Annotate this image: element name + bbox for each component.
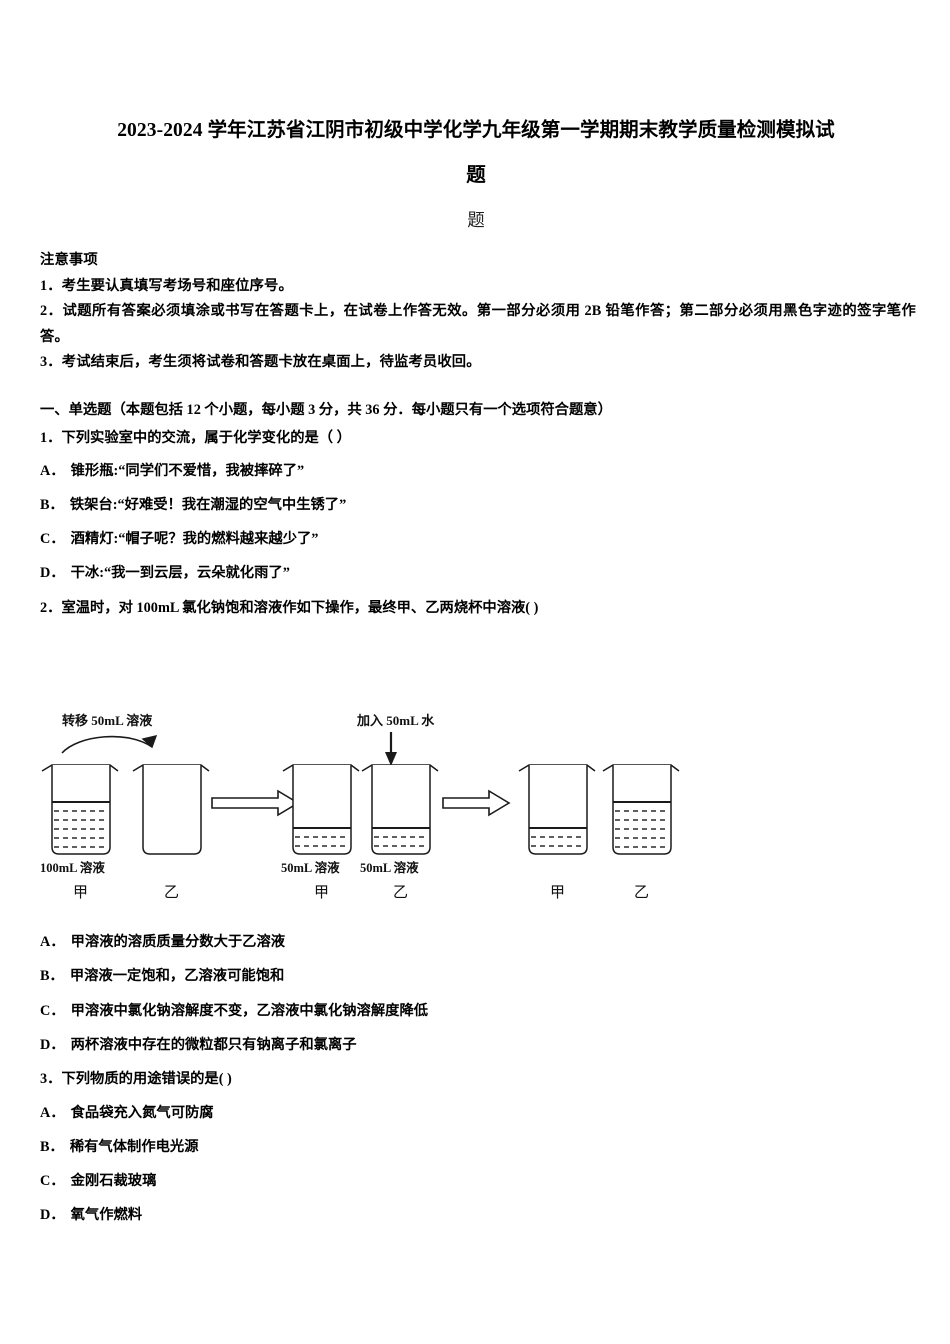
question-3-stem: 3．下列物质的用途错误的是( ) — [40, 1071, 232, 1087]
question-3-option-a-text: 食品袋充入氮气可防腐 — [70, 1105, 214, 1121]
question-3-option-d-text: 氧气作燃料 — [70, 1207, 143, 1223]
notice-item-1: 1．考生要认真填写考场号和座位序号。 — [40, 277, 293, 294]
liquid-dashes — [531, 836, 585, 847]
question-3-option-b-label: B． — [40, 1139, 64, 1155]
question-1-option-d: D． 干冰:“我一到云层，云朵就化雨了” — [40, 561, 920, 585]
beaker-stage1-jia — [41, 764, 119, 855]
figure-beaker-name-stage2-jia: 甲 — [314, 885, 329, 901]
add-water-arrow-icon — [385, 732, 397, 766]
beaker-stage3-jia — [518, 764, 596, 855]
page-title-line-2: 题 — [466, 165, 486, 186]
question-2-option-d-label: D． — [40, 1037, 65, 1053]
question-3-option-d-label: D． — [40, 1207, 65, 1223]
question-3-option-c-label: C． — [40, 1173, 65, 1189]
question-2-figure: 转移 50mL 溶液 加入 50mL 水 100mL 溶液 50mL 溶液 50… — [0, 690, 950, 905]
liquid-dashes — [54, 810, 108, 848]
notice-heading: 注意事项 — [40, 252, 98, 268]
question-2-option-c-label: C． — [40, 1003, 65, 1019]
question-1-option-d-text: 干冰:“我一到云层，云朵就化雨了” — [70, 565, 290, 581]
question-3-option-b-text: 稀有气体制作电光源 — [69, 1139, 199, 1155]
figure-beaker-name-stage1-yi: 乙 — [164, 885, 179, 901]
question-2-option-d: D． 两杯溶液中存在的微粒都只有钠离子和氯离子 — [40, 1033, 920, 1057]
beaker-stage3-yi — [602, 764, 680, 855]
question-1-option-b-label: B． — [40, 497, 64, 513]
question-3-option-a: A． 食品袋充入氮气可防腐 — [40, 1101, 920, 1125]
figure-beaker-name-stage2-yi: 乙 — [393, 885, 408, 901]
beaker-stage2-yi — [361, 764, 439, 855]
figure-beaker-name-stage3-jia: 甲 — [550, 885, 565, 901]
figure-volume-label-stage2-yi: 50mL 溶液 — [360, 860, 419, 875]
question-1-option-d-label: D． — [40, 565, 65, 581]
question-1-option-b: B． 铁架台:“好难受！我在潮湿的空气中生锈了” — [40, 493, 920, 517]
question-2-option-b-label: B． — [40, 968, 64, 984]
question-1-option-c-label: C． — [40, 531, 65, 547]
page-title: 2023-2024 学年江苏省江阴市初级中学化学九年级第一学期期末教学质量检测模… — [48, 108, 904, 198]
process-arrow-2-icon — [442, 789, 511, 817]
question-3-option-a-label: A． — [40, 1105, 65, 1121]
figure-volume-label-stage2-jia: 50mL 溶液 — [281, 860, 340, 875]
figure-beaker-name-stage1-jia: 甲 — [73, 885, 88, 901]
page-title-line-1: 2023-2024 学年江苏省江阴市初级中学化学九年级第一学期期末教学质量检测模… — [117, 120, 835, 141]
page-title-echo: 题 — [467, 210, 485, 230]
question-1-option-c: C． 酒精灯:“帽子呢？我的燃料越来越少了” — [40, 527, 920, 551]
question-3-option-b: B． 稀有气体制作电光源 — [40, 1135, 920, 1159]
question-1-option-b-text: 铁架台:“好难受！我在潮湿的空气中生锈了” — [69, 497, 347, 513]
question-2-option-b: B． 甲溶液一定饱和，乙溶液可能饱和 — [40, 964, 920, 988]
question-1-option-c-text: 酒精灯:“帽子呢？我的燃料越来越少了” — [70, 531, 319, 547]
question-1-option-a: A． 锥形瓶:“同学们不爱惜，我被摔碎了” — [40, 459, 920, 483]
question-1-stem: 1．下列实验室中的交流，属于化学变化的是（ ） — [40, 430, 351, 446]
question-3-option-c: C． 金刚石裁玻璃 — [40, 1169, 920, 1193]
notice-item-3: 3．考试结束后，考生须将试卷和答题卡放在桌面上，待监考员收回。 — [40, 354, 481, 370]
question-3-option-d: D． 氧气作燃料 — [40, 1203, 920, 1227]
beaker-diagram: 转移 50mL 溶液 加入 50mL 水 100mL 溶液 50mL 溶液 50… — [40, 713, 680, 901]
transfer-arrow-icon — [61, 735, 158, 754]
question-3-option-c-text: 金刚石裁玻璃 — [70, 1173, 157, 1189]
question-1-option-a-text: 锥形瓶:“同学们不爱惜，我被摔碎了” — [70, 463, 305, 479]
liquid-dashes — [295, 836, 349, 847]
question-2-option-a-label: A． — [40, 934, 65, 950]
question-2-option-c-text: 甲溶液中氯化钠溶解度不变，乙溶液中氯化钠溶解度降低 — [70, 1003, 429, 1019]
question-2-option-a-text: 甲溶液的溶质质量分数大于乙溶液 — [70, 934, 286, 950]
figure-annotation-transfer: 转移 50mL 溶液 — [62, 713, 152, 728]
figure-annotation-add-water: 加入 50mL 水 — [356, 713, 435, 728]
section-heading: 一、单选题（本题包括 12 个小题，每小题 3 分，共 36 分．每小题只有一个… — [40, 402, 612, 418]
notice-item-2: 2．试题所有答案必须填涂或书写在答题卡上，在试卷上作答无效。第一部分必须用 2B… — [40, 303, 916, 345]
figure-volume-label-stage1-jia: 100mL 溶液 — [40, 860, 105, 875]
question-1-option-a-label: A． — [40, 463, 65, 479]
question-2-option-a: A． 甲溶液的溶质质量分数大于乙溶液 — [40, 930, 920, 954]
question-2-option-c: C． 甲溶液中氯化钠溶解度不变，乙溶液中氯化钠溶解度降低 — [40, 999, 920, 1023]
process-arrow-1-icon — [211, 789, 300, 817]
liquid-dashes — [615, 810, 669, 848]
question-2-stem: 2．室温时，对 100mL 氯化钠饱和溶液作如下操作，最终甲、乙两烧杯中溶液( … — [40, 600, 539, 616]
liquid-dashes — [374, 836, 428, 847]
beaker-stage2-jia — [282, 764, 360, 855]
beaker-stage1-yi — [132, 764, 210, 855]
question-2-option-b-text: 甲溶液一定饱和，乙溶液可能饱和 — [69, 968, 285, 984]
figure-beaker-name-stage3-yi: 乙 — [634, 885, 649, 901]
notice-block: 注意事项 1．考生要认真填写考场号和座位序号。 2．试题所有答案必须填涂或书写在… — [40, 248, 916, 376]
question-2-option-d-text: 两杯溶液中存在的微粒都只有钠离子和氯离子 — [70, 1037, 357, 1053]
